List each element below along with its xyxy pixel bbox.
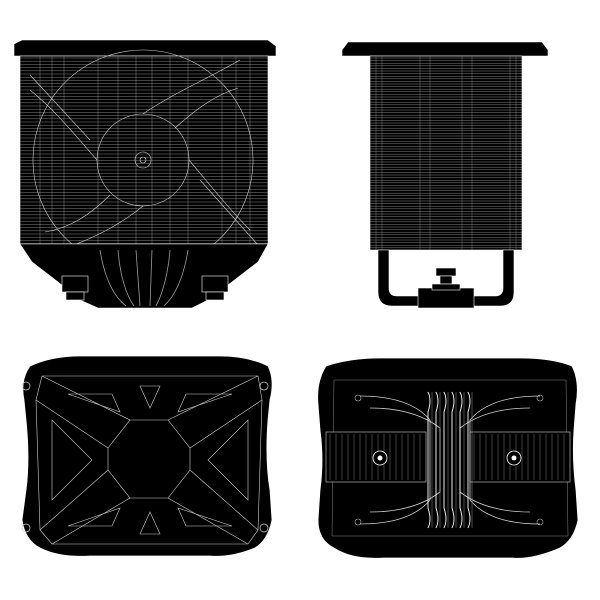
screw-icon	[21, 523, 31, 533]
frame-screws	[354, 394, 544, 526]
heatsink-cap	[13, 39, 277, 57]
fan-blade	[29, 89, 98, 161]
heatpipe-loop	[377, 249, 515, 307]
top-view	[21, 355, 273, 557]
frame-outline	[331, 379, 569, 537]
front-view	[13, 39, 277, 309]
fan-center-icon	[134, 151, 152, 169]
center-heatpipe-cluster	[427, 391, 473, 529]
mounting-bar-left	[325, 431, 427, 483]
screw-icon	[21, 381, 31, 391]
screw-icon	[259, 523, 269, 533]
screw-icon	[354, 518, 362, 526]
bottom-view	[317, 357, 579, 559]
fan-blade	[188, 159, 251, 231]
fin-lines	[20, 57, 268, 244]
mount-screw	[431, 267, 461, 291]
screw-icon	[536, 518, 544, 526]
heatpipes	[99, 249, 189, 307]
fan-blade	[142, 59, 241, 115]
base-shroud	[19, 243, 269, 309]
fin-lines	[370, 57, 522, 248]
cover-facets	[35, 375, 263, 545]
heatpipe-columns	[39, 56, 251, 244]
fan-blade	[44, 194, 111, 233]
screw-icon	[536, 394, 544, 402]
top-cover	[21, 355, 273, 557]
fin-stack	[19, 55, 269, 245]
fan-blade	[174, 87, 239, 129]
screw-icon	[354, 394, 362, 402]
heatsink-cap	[341, 41, 549, 57]
mounting-brackets	[61, 275, 229, 301]
corner-screws	[21, 381, 269, 533]
mounting-bar-right	[469, 431, 571, 483]
cold-plate	[417, 287, 475, 309]
fin-edges	[375, 56, 517, 250]
screw-icon	[259, 381, 269, 391]
fin-stack	[369, 55, 523, 251]
side-view	[341, 41, 549, 309]
